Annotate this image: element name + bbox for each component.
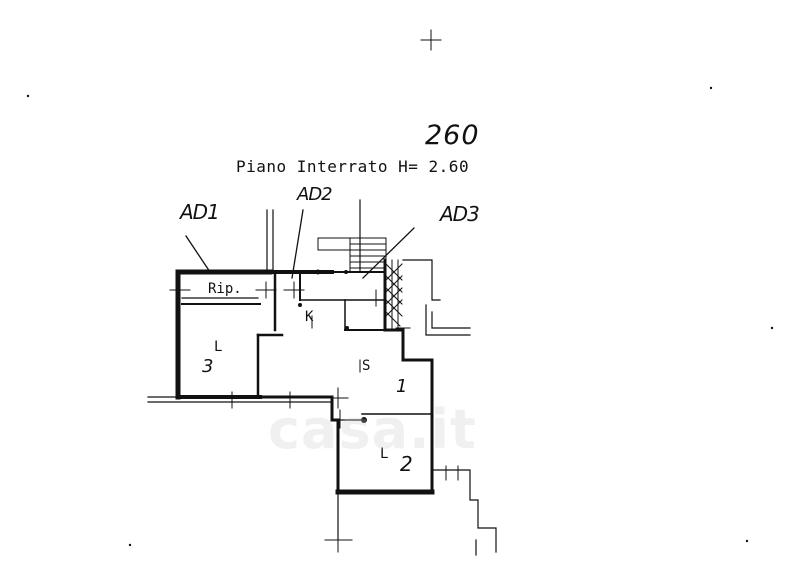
grid-marks xyxy=(169,29,459,553)
room-label-l3: L xyxy=(214,339,223,355)
floor-title: Piano Interrato H= 2.60 xyxy=(236,157,469,176)
tag-ad1: AD1 xyxy=(180,200,220,224)
exterior-lines xyxy=(147,199,497,556)
tag-ad3: AD3 xyxy=(440,202,480,226)
ad1-leader xyxy=(185,235,211,273)
stray-dots xyxy=(26,86,774,547)
page-number: 260 xyxy=(425,120,480,151)
ad2-leader xyxy=(291,209,304,279)
height-label: H= 2.60 xyxy=(398,157,470,176)
room-number-1: 1 xyxy=(396,376,408,397)
floor-label: Piano Interrato xyxy=(236,157,388,176)
room-number-2: 2 xyxy=(400,452,413,476)
tag-ad2: AD2 xyxy=(297,184,333,205)
stair-hatch xyxy=(385,259,403,329)
room-label-k: K xyxy=(305,309,314,325)
room-label-l2: L xyxy=(380,446,389,462)
outer-wall xyxy=(175,269,273,400)
stair-steps xyxy=(317,237,387,273)
watermark: casa.it xyxy=(268,398,477,461)
room-number-3: 3 xyxy=(202,356,214,377)
room-label-s: S xyxy=(362,358,371,374)
ad3-leader xyxy=(362,227,415,279)
room-label-rip: Rip. xyxy=(208,281,242,297)
right-wall-upper xyxy=(383,258,434,494)
